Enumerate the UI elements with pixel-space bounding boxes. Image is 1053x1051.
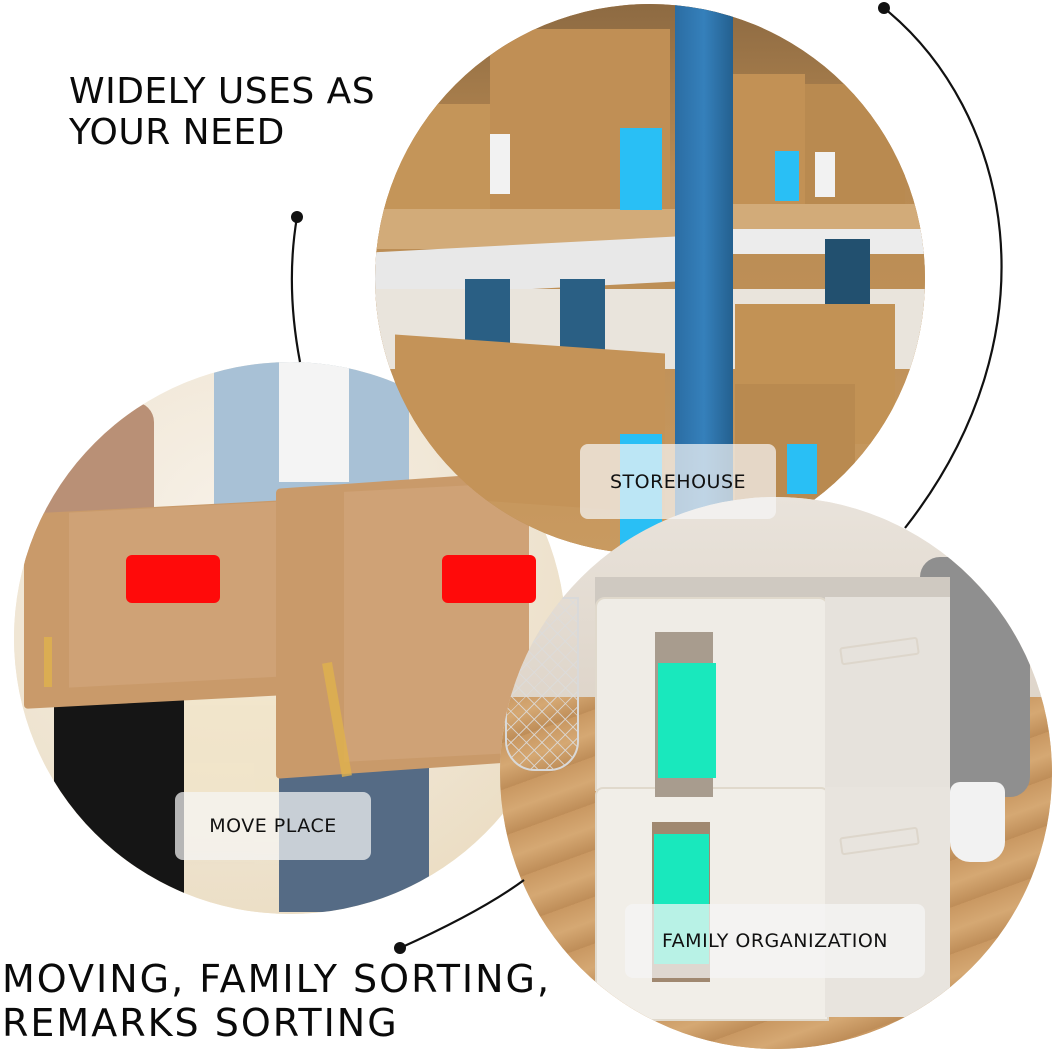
headline-top-line1: WIDELY USES AS — [69, 71, 376, 112]
shelf-beam — [720, 229, 925, 254]
barcode-label — [490, 134, 510, 194]
headline-bottom-line1: MOVING, FAMILY SORTING, — [2, 957, 552, 1001]
headline-bottom: MOVING, FAMILY SORTING, REMARKS SORTING — [2, 957, 552, 1045]
blue-sticker — [787, 444, 817, 494]
packing-tape — [44, 637, 52, 687]
storehouse-label: STOREHOUSE — [580, 444, 776, 519]
person-left-legs — [54, 682, 184, 912]
barcode-label — [815, 152, 835, 197]
headline-top: WIDELY USES AS YOUR NEED — [69, 71, 376, 153]
person-right-tshirt — [279, 362, 349, 482]
person-sock — [950, 782, 1005, 862]
blue-sticker — [620, 128, 662, 210]
connector-dot-moving — [291, 211, 303, 223]
fabric-box-upper-side — [825, 597, 950, 787]
headline-bottom-line2: REMARKS SORTING — [2, 1000, 399, 1045]
shelf-box — [385, 104, 490, 214]
move-place-label: MOVE PLACE — [175, 792, 371, 860]
connector-line-moving — [290, 216, 302, 363]
red-sticker-left — [126, 555, 220, 603]
fabric-box-lower-side — [825, 787, 950, 1017]
connector-dot-storage — [394, 942, 406, 954]
headline-top-line2: YOUR NEED — [69, 111, 285, 153]
teal-sticker — [658, 663, 716, 778]
wire-basket — [505, 597, 579, 771]
blue-sticker — [775, 151, 799, 201]
family-organization-label: FAMILY ORGANIZATION — [625, 904, 925, 978]
